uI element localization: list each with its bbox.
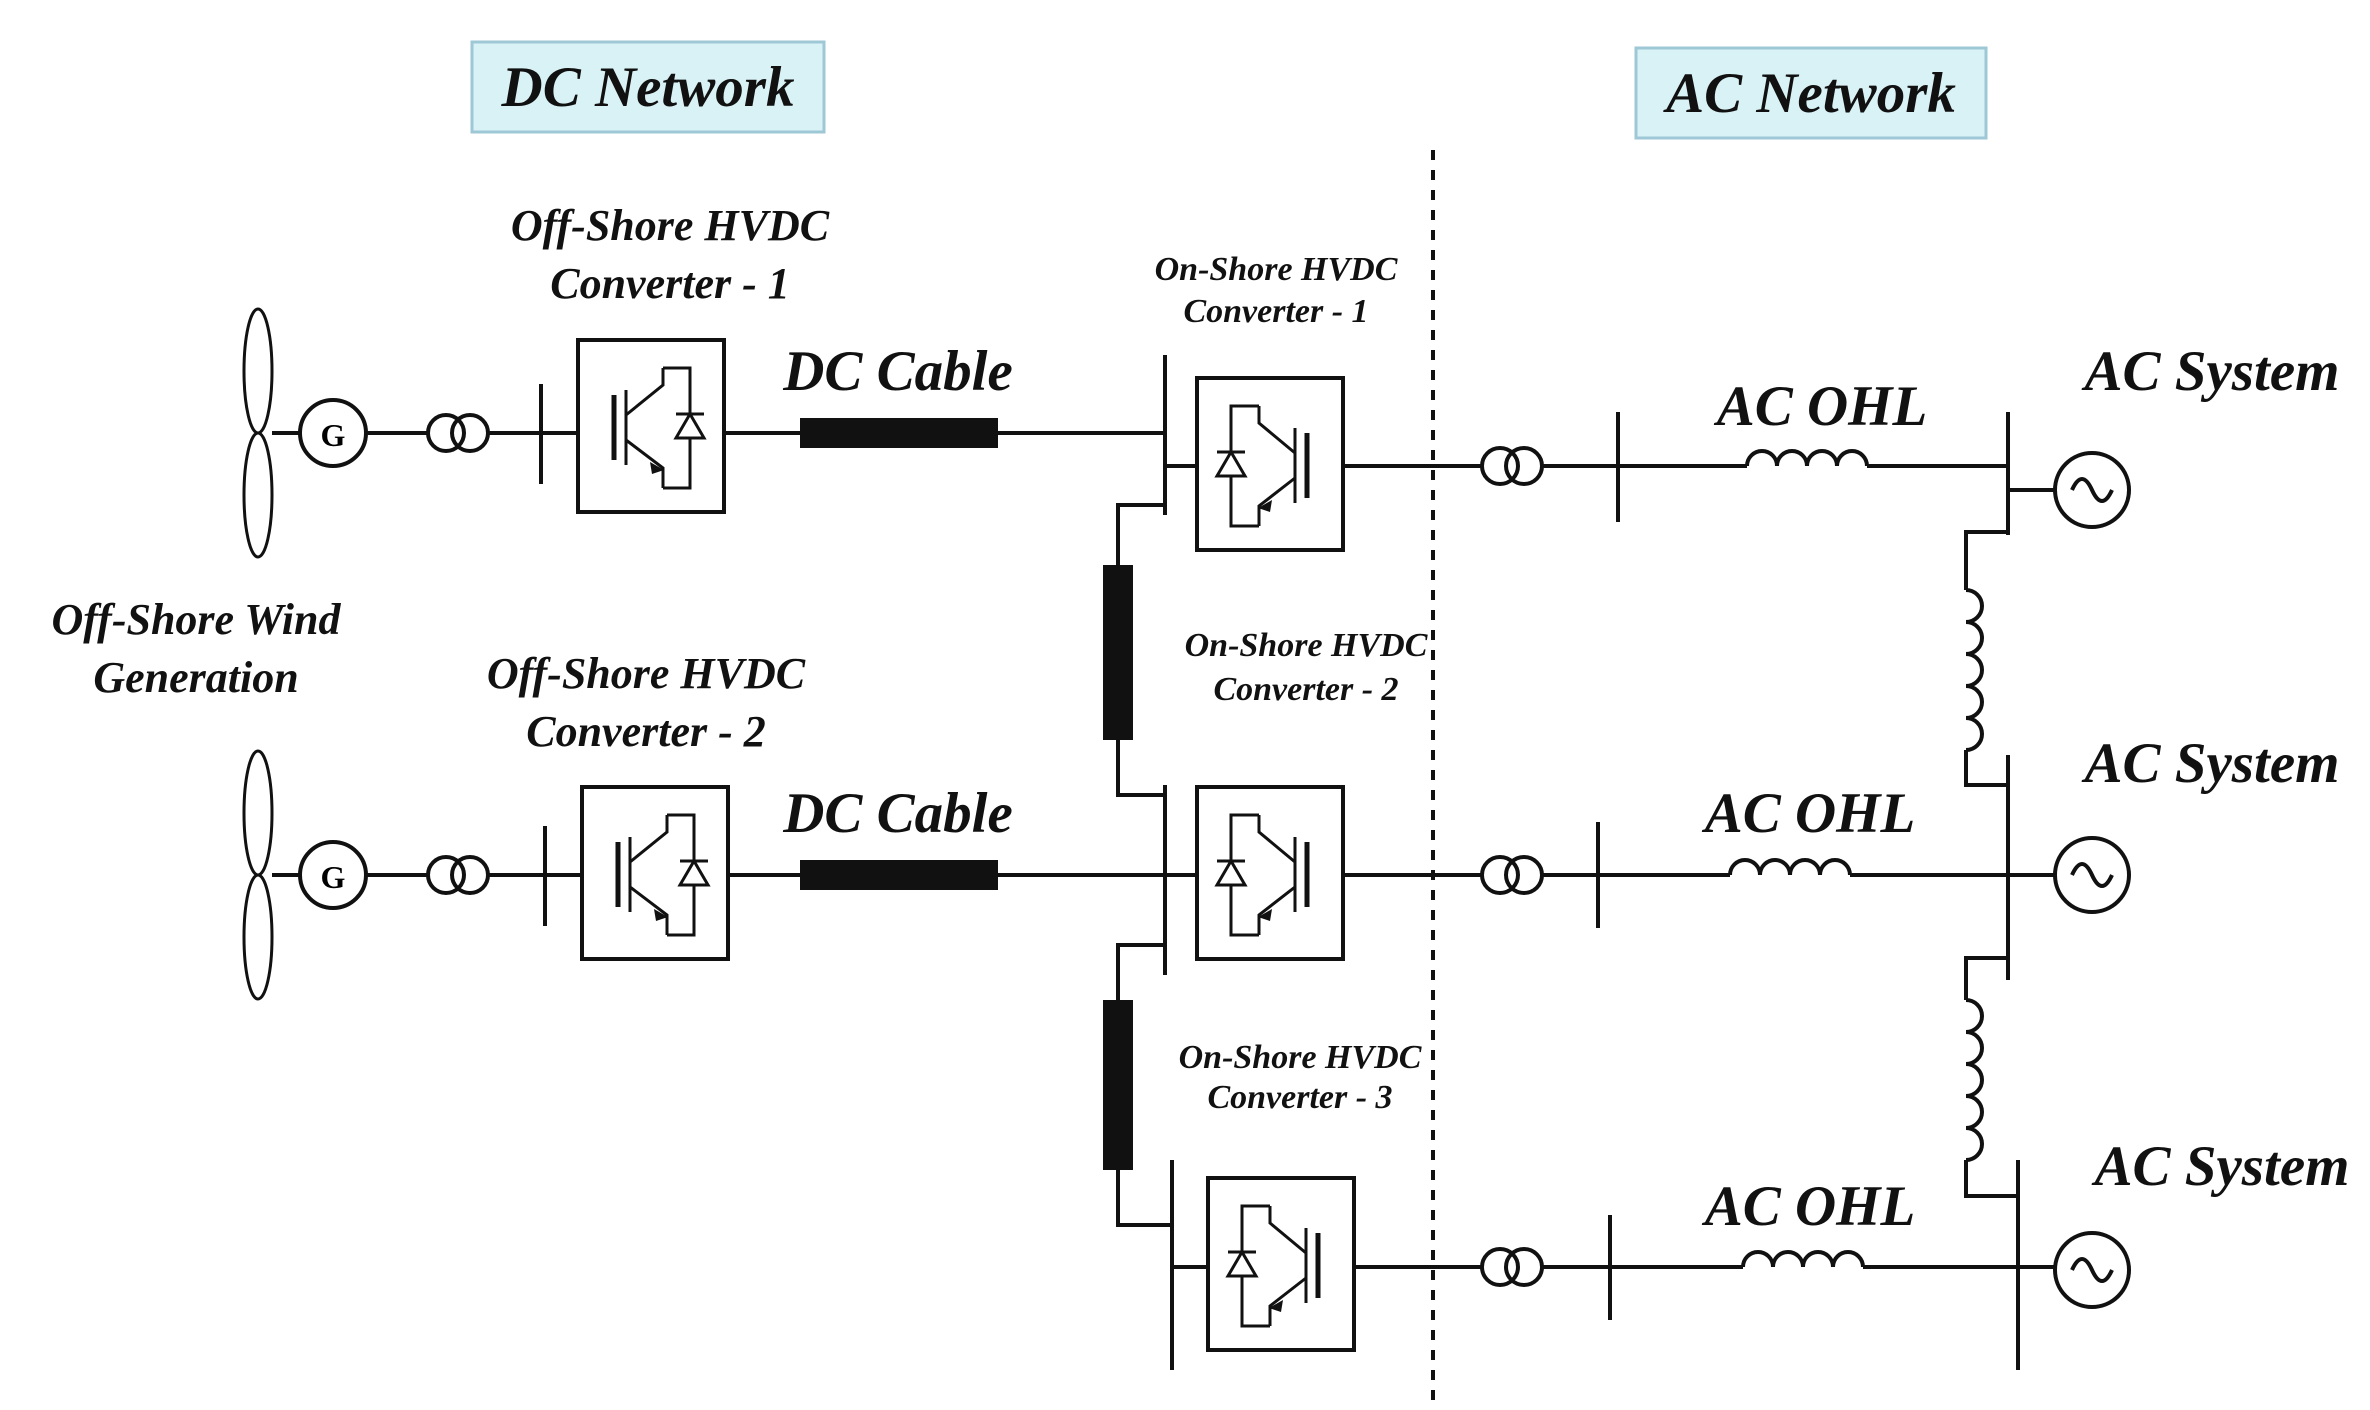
ac-ohl-2-label: AC OHL — [1702, 782, 1916, 845]
ac-system-1-label: AC System — [2082, 340, 2340, 403]
onshore-converter-3-icon — [1208, 1178, 1354, 1350]
ac-ohl-3-label: AC OHL — [1702, 1175, 1916, 1238]
onshore-converter-2-line1: On-Shore HVDC — [1185, 627, 1428, 664]
ac-branch-2 — [1343, 755, 2131, 980]
offshore-converter-2-icon — [582, 787, 728, 959]
wind-turbine-icon — [242, 749, 274, 1001]
offshore-converter-1-line2: Converter - 1 — [550, 259, 790, 308]
offshore-converter-2-line1: Off-Shore HVDC — [487, 649, 806, 698]
dc-cable-icon — [1103, 1000, 1133, 1170]
dc-cable-2-label: DC Cable — [782, 782, 1013, 845]
dc-network-header: DC Network — [470, 40, 826, 134]
onshore-converter-1-line2: Converter - 1 — [1183, 293, 1368, 330]
transformer-icon — [1480, 855, 1544, 895]
generator-symbol: G — [321, 417, 346, 453]
ac-tie-inductor-icon — [1964, 588, 1984, 752]
onshore-dc-buses — [1103, 355, 1208, 1370]
offshore-converter-2-line2: Converter - 2 — [526, 707, 766, 756]
dc-cable-icon — [1103, 565, 1133, 740]
onshore-converter-3-line2: Converter - 3 — [1207, 1079, 1392, 1116]
offshore-branch-1: G — [242, 307, 1165, 559]
wind-generation-label-line2: Generation — [93, 653, 298, 702]
ac-source-icon — [2053, 836, 2131, 914]
transformer-icon — [426, 413, 490, 453]
offshore-converter-1-line1: Off-Shore HVDC — [511, 201, 830, 250]
onshore-converter-1-icon — [1197, 378, 1343, 550]
onshore-converter-2-line2: Converter - 2 — [1213, 671, 1398, 708]
ac-source-icon — [2053, 1231, 2131, 1309]
transformer-icon — [426, 855, 490, 895]
dc-network-title: DC Network — [501, 56, 795, 119]
ac-ohl-1-label: AC OHL — [1714, 375, 1928, 438]
dc-cable-1-icon — [800, 418, 998, 448]
ac-source-icon — [2053, 451, 2131, 529]
generator-symbol: G — [321, 859, 346, 895]
ac-system-2-label: AC System — [2082, 732, 2340, 795]
ac-branch-1 — [1343, 412, 2131, 535]
ac-network-header: AC Network — [1634, 46, 1988, 140]
ac-tie-lines — [1964, 530, 2018, 1198]
onshore-converter-1-line1: On-Shore HVDC — [1155, 251, 1398, 288]
dc-cable-1-label: DC Cable — [782, 340, 1013, 403]
ac-system-3-label: AC System — [2092, 1135, 2350, 1198]
ac-ohl-inductor-icon — [1728, 858, 1852, 877]
offshore-branch-2: G — [242, 749, 1195, 1001]
wind-generation-label-line1: Off-Shore Wind — [52, 595, 342, 644]
wind-turbine-icon — [242, 307, 274, 559]
ac-ohl-inductor-icon — [1745, 449, 1869, 468]
ac-tie-inductor-icon — [1964, 998, 1984, 1162]
dc-cable-2-icon — [800, 860, 998, 890]
ac-network-title: AC Network — [1663, 62, 1956, 125]
transformer-icon — [1480, 446, 1544, 486]
onshore-converter-3-line1: On-Shore HVDC — [1179, 1039, 1422, 1076]
onshore-converter-2-icon — [1197, 787, 1343, 959]
ac-branch-3 — [1354, 1160, 2131, 1370]
offshore-converter-1-icon — [578, 340, 724, 512]
ac-ohl-inductor-icon — [1741, 1250, 1865, 1269]
transformer-icon — [1480, 1247, 1544, 1287]
